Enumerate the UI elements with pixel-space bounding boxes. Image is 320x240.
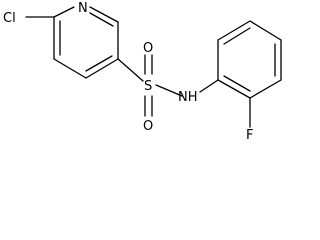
bond-c3-c4	[85, 58, 119, 79]
bond-n-c1p	[199, 79, 219, 93]
atom-label-nh: NH	[178, 90, 198, 105]
bond-c3-s	[117, 58, 144, 82]
sulfonyl-group	[117, 54, 183, 117]
bond-c2p-c3p	[217, 20, 251, 41]
bond-c4-c5	[53, 58, 87, 79]
bond-c3-c4-inner	[85, 55, 113, 72]
atom-label-o-top: O	[143, 41, 153, 56]
atom-label-o-bottom: O	[143, 119, 153, 134]
bond-c6p-c1p	[217, 79, 251, 99]
bond-c6p-c1p-inner	[223, 75, 251, 92]
bond-c2p-c3p-inner	[223, 27, 251, 45]
atom-label-n-ring: N	[78, 1, 88, 16]
chemical-structure: Cl N O S O NH F	[3, 1, 282, 143]
bond-s-n	[155, 84, 183, 97]
bond-n1-c2	[89, 6, 119, 23]
bond-c6-n1	[53, 6, 75, 18]
atom-label-s: S	[144, 79, 152, 94]
pyridine-ring	[53, 6, 119, 79]
atom-label-cl: Cl	[3, 11, 16, 26]
bond-c5p-c6p	[249, 79, 282, 99]
bond-n1-c2-inner	[89, 12, 114, 27]
bond-c3p-c4p	[249, 20, 282, 41]
fluorophenyl-ring	[199, 20, 282, 128]
atom-label-f: F	[246, 128, 253, 143]
